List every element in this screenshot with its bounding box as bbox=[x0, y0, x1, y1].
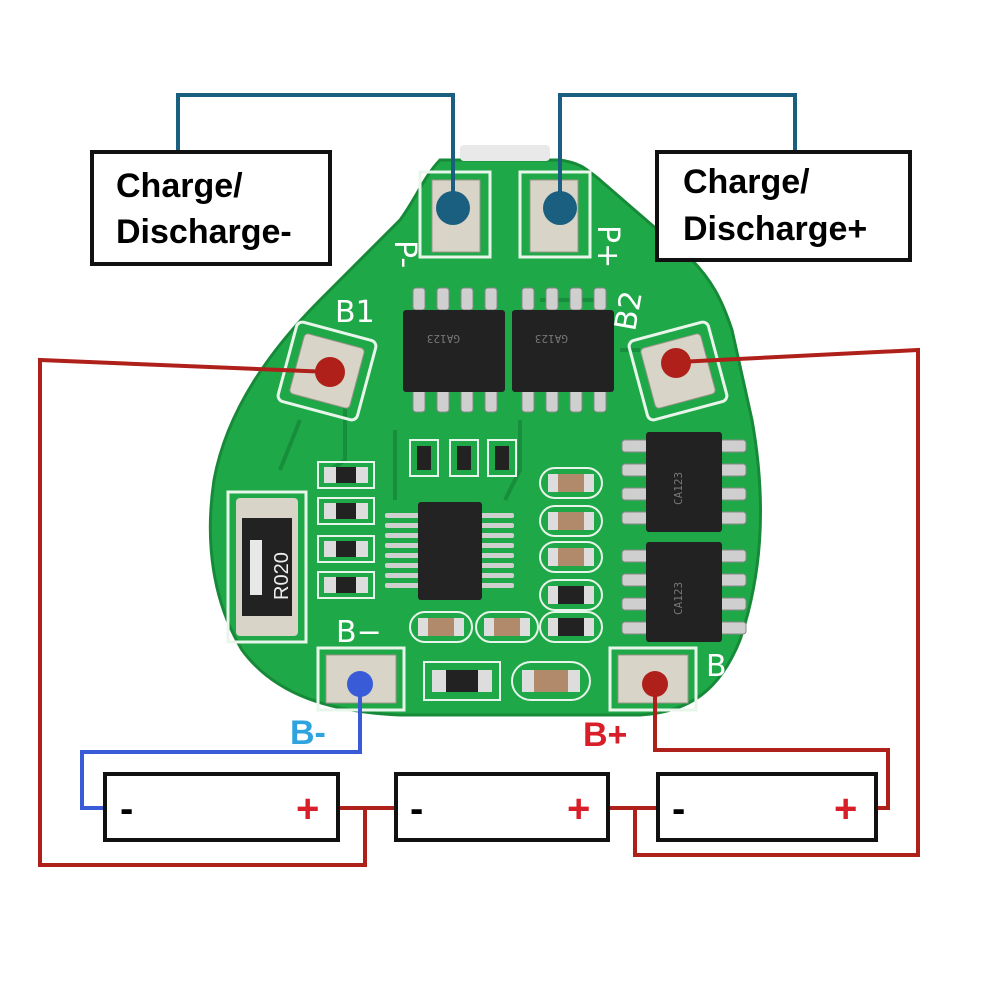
dot-b1 bbox=[315, 357, 345, 387]
silk-b2: B2 bbox=[608, 288, 649, 333]
mosfet-4-mark: CA123 bbox=[672, 582, 685, 615]
wire-p-plus bbox=[558, 93, 797, 208]
battery-3-pos: + bbox=[834, 787, 857, 831]
mosfet-1-mark: GA123 bbox=[427, 332, 460, 345]
mosfet-3-mark: CA123 bbox=[672, 472, 685, 505]
dot-b-minus bbox=[347, 671, 373, 697]
battery-1: - + bbox=[103, 772, 340, 842]
label-b-minus: B- bbox=[290, 714, 326, 752]
smd-components bbox=[317, 439, 603, 701]
silk-b-minus: B− bbox=[336, 615, 382, 650]
battery-2-neg: - bbox=[410, 787, 423, 831]
dot-b-plus bbox=[642, 671, 668, 697]
battery-3: - + bbox=[656, 772, 878, 842]
wire-p-minus bbox=[176, 93, 455, 208]
battery-1-neg: - bbox=[120, 787, 133, 831]
label-discharge-plus-line2: Discharge+ bbox=[683, 210, 867, 248]
top-connector bbox=[460, 145, 550, 161]
label-box-discharge-plus: Charge/ Discharge+ bbox=[655, 150, 912, 262]
mosfet-2-mark: GA123 bbox=[535, 332, 568, 345]
wire-b1 bbox=[38, 357, 367, 867]
label-discharge-minus-line2: Discharge- bbox=[116, 213, 292, 251]
label-discharge-plus-line1: Charge/ bbox=[683, 163, 810, 201]
battery-2-pos: + bbox=[567, 787, 590, 831]
mosfet-chip-3: CA123 bbox=[621, 432, 747, 532]
pad-b-minus bbox=[316, 646, 406, 712]
silk-p-minus: P- bbox=[387, 240, 422, 268]
battery-2: - + bbox=[394, 772, 610, 842]
label-box-discharge-minus: Charge/ Discharge- bbox=[90, 150, 332, 266]
dot-b2 bbox=[661, 348, 691, 378]
mosfet-chip-1: GA123 bbox=[403, 287, 505, 413]
label-b-plus: B+ bbox=[583, 716, 627, 754]
mosfet-chip-2: GA123 bbox=[512, 287, 614, 413]
label-discharge-minus-line1: Charge/ bbox=[116, 167, 243, 205]
shunt-resistor-label: R020 bbox=[271, 552, 293, 600]
battery-1-pos: + bbox=[296, 787, 319, 831]
shunt-resistor: R020 bbox=[226, 490, 308, 644]
silk-b-plus: B+ bbox=[706, 649, 752, 684]
pcb-traces bbox=[278, 298, 640, 501]
wire-b2 bbox=[633, 347, 920, 857]
protection-ic bbox=[385, 502, 514, 600]
mosfet-chip-4: CA123 bbox=[621, 542, 747, 642]
dot-p-plus bbox=[543, 191, 577, 225]
silk-b1: B1 bbox=[335, 295, 375, 330]
dot-p-minus bbox=[436, 191, 470, 225]
battery-3-neg: - bbox=[672, 787, 685, 831]
wire-b-plus bbox=[653, 684, 890, 810]
silk-p-plus: P+ bbox=[590, 225, 625, 268]
wire-b-minus bbox=[80, 684, 362, 810]
